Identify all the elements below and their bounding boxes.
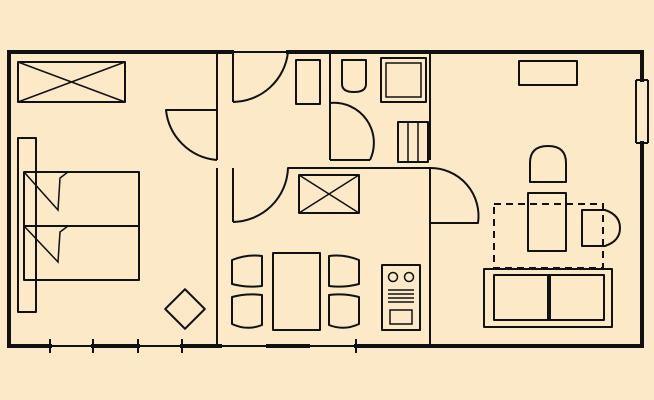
dining-chair — [231, 293, 263, 329]
interior-walls — [165, 51, 480, 346]
side-chair — [581, 209, 621, 247]
rug — [493, 203, 604, 269]
kitchen-cabinet — [298, 174, 360, 214]
storage-closet — [295, 59, 321, 105]
bedroom-nightstand — [164, 288, 206, 330]
dining-table — [272, 252, 321, 331]
toilet-icon — [341, 59, 367, 93]
bedroom — [17, 61, 206, 330]
coffee-table — [527, 192, 567, 252]
windows — [49, 51, 649, 353]
shower-icon — [380, 57, 427, 103]
sofa — [483, 268, 613, 328]
exterior-walls — [7, 50, 644, 348]
living-room — [483, 60, 621, 328]
stove-icon — [381, 264, 421, 331]
dining-chair — [231, 254, 263, 288]
dining-chair — [328, 254, 360, 288]
dining-chair — [328, 293, 360, 329]
bathroom — [341, 57, 429, 163]
closet-shelf — [295, 59, 321, 105]
dining-chairs — [231, 254, 360, 329]
sink-icon — [397, 121, 429, 163]
armchair — [529, 145, 567, 183]
bedroom-wardrobe — [17, 61, 126, 103]
double-bed — [17, 137, 140, 313]
tv-stand — [518, 60, 578, 86]
kitchen-dining — [231, 174, 421, 331]
